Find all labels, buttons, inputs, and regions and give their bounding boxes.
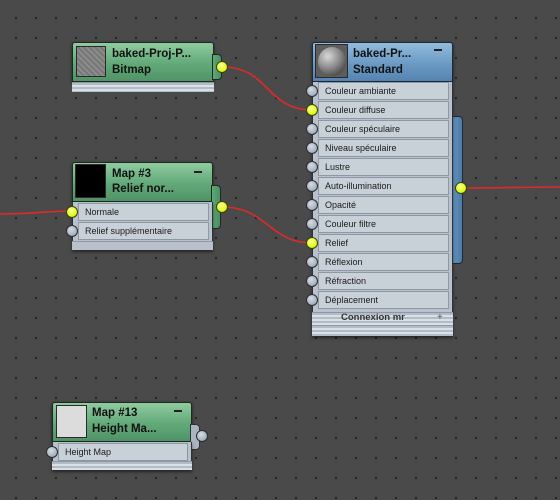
standard-input-deplacement-socket[interactable] [306,294,318,306]
bitmap-node-name: baked-Proj-P... [112,48,192,60]
standard-input-couleur-speculaire-socket[interactable] [306,123,318,135]
standard-slot-label: Couleur ambiante [325,86,397,96]
map13-slot-height-map-label: Height Map [65,447,112,457]
standard-slot-reflexion[interactable]: Réflexion [318,253,449,271]
standard-connexion-mr-label: Connexion mr [341,312,405,323]
map13-output-socket[interactable] [196,430,208,442]
standard-slot-couleur-diffuse[interactable]: Couleur diffuse [318,101,449,119]
wire-relief-to-relief [221,206,314,244]
standard-expand-plus-icon[interactable]: + [437,312,443,323]
standard-slot-couleur-ambiante[interactable]: Couleur ambiante [318,82,449,100]
map3-slot-relief-supplementaire[interactable]: Relief supplémentaire [78,222,209,240]
standard-slot-label: Auto-illumination [325,181,392,191]
wire-standard-output [460,186,560,189]
map3-node-footer [72,241,213,250]
standard-slot-deplacement[interactable]: Déplacement [318,291,449,309]
standard-input-couleur-ambiante-socket[interactable] [306,85,318,97]
standard-slot-niveau-speculaire[interactable]: Niveau spéculaire [318,139,449,157]
map3-slot-relief-supplementaire-label: Relief supplémentaire [85,226,173,236]
bitmap-output-socket[interactable] [216,61,228,73]
wire-incoming-normale [0,210,73,215]
bitmap-node-type: Bitmap [112,64,151,76]
map3-output-socket[interactable] [216,201,228,213]
bitmap-thumbnail [76,46,106,77]
standard-slot-auto-illumination[interactable]: Auto-illumination [318,177,449,195]
map3-slot-normale[interactable]: Normale [78,203,209,221]
standard-slot-label: Couleur diffuse [325,105,386,115]
standard-slot-couleur-filtre[interactable]: Couleur filtre [318,215,449,233]
standard-node-name: baked-Pr... [353,48,412,60]
material-sphere-preview [315,44,348,78]
map13-slot-height-map[interactable]: Height Map [58,443,188,461]
standard-slot-label: Réflexion [325,257,363,267]
map3-node-type: Relief nor... [112,183,174,195]
standard-collapse-icon[interactable] [434,49,442,51]
standard-input-couleur-diffuse-socket[interactable] [306,104,318,116]
map13-node-name: Map #13 [92,407,138,419]
standard-slot-lustre[interactable]: Lustre [318,158,449,176]
standard-slot-opacite[interactable]: Opacité [318,196,449,214]
standard-input-lustre-socket[interactable] [306,161,318,173]
wire-bitmap-to-diffuse [221,66,314,111]
map13-thumbnail [56,405,87,438]
standard-input-refraction-socket[interactable] [306,275,318,287]
bitmap-node-footer[interactable] [72,82,214,92]
standard-slot-label: Lustre [325,162,351,172]
standard-input-couleur-filtre-socket[interactable] [306,218,318,230]
standard-slot-label: Opacité [325,200,357,210]
standard-node-type: Standard [353,64,403,76]
standard-output-socket[interactable] [455,182,467,194]
standard-slot-label: Couleur spéculaire [325,124,401,134]
map3-slot-normale-label: Normale [85,207,120,217]
map13-node-footer[interactable] [52,461,192,470]
map13-collapse-icon[interactable] [174,410,182,412]
map3-thumbnail [75,164,106,198]
standard-input-relief-socket[interactable] [306,237,318,249]
standard-slot-relief[interactable]: Relief [318,234,449,252]
standard-input-auto-illumination-socket[interactable] [306,180,318,192]
standard-slot-label: Niveau spéculaire [325,143,397,153]
standard-node-footer[interactable] [312,325,453,336]
map3-collapse-icon[interactable] [194,171,202,173]
map3-node-name: Map #3 [112,168,151,180]
standard-connexion-mr-rollout[interactable] [312,312,453,325]
standard-slot-refraction[interactable]: Réfraction [318,272,449,290]
material-sphere-icon [318,47,346,76]
standard-slot-label: Réfraction [325,276,367,286]
map13-node-type: Height Ma... [92,423,157,435]
standard-slot-couleur-speculaire[interactable]: Couleur spéculaire [318,120,449,138]
map3-input-relief-supplementaire-socket[interactable] [66,225,78,237]
standard-input-reflexion-socket[interactable] [306,256,318,268]
standard-input-niveau-speculaire-socket[interactable] [306,142,318,154]
standard-slot-label: Déplacement [325,295,379,305]
standard-input-opacite-socket[interactable] [306,199,318,211]
standard-slot-label: Couleur filtre [325,219,377,229]
map13-input-height-map-socket[interactable] [46,446,58,458]
standard-slot-label: Relief [325,238,349,248]
map3-input-normale-socket[interactable] [66,206,78,218]
